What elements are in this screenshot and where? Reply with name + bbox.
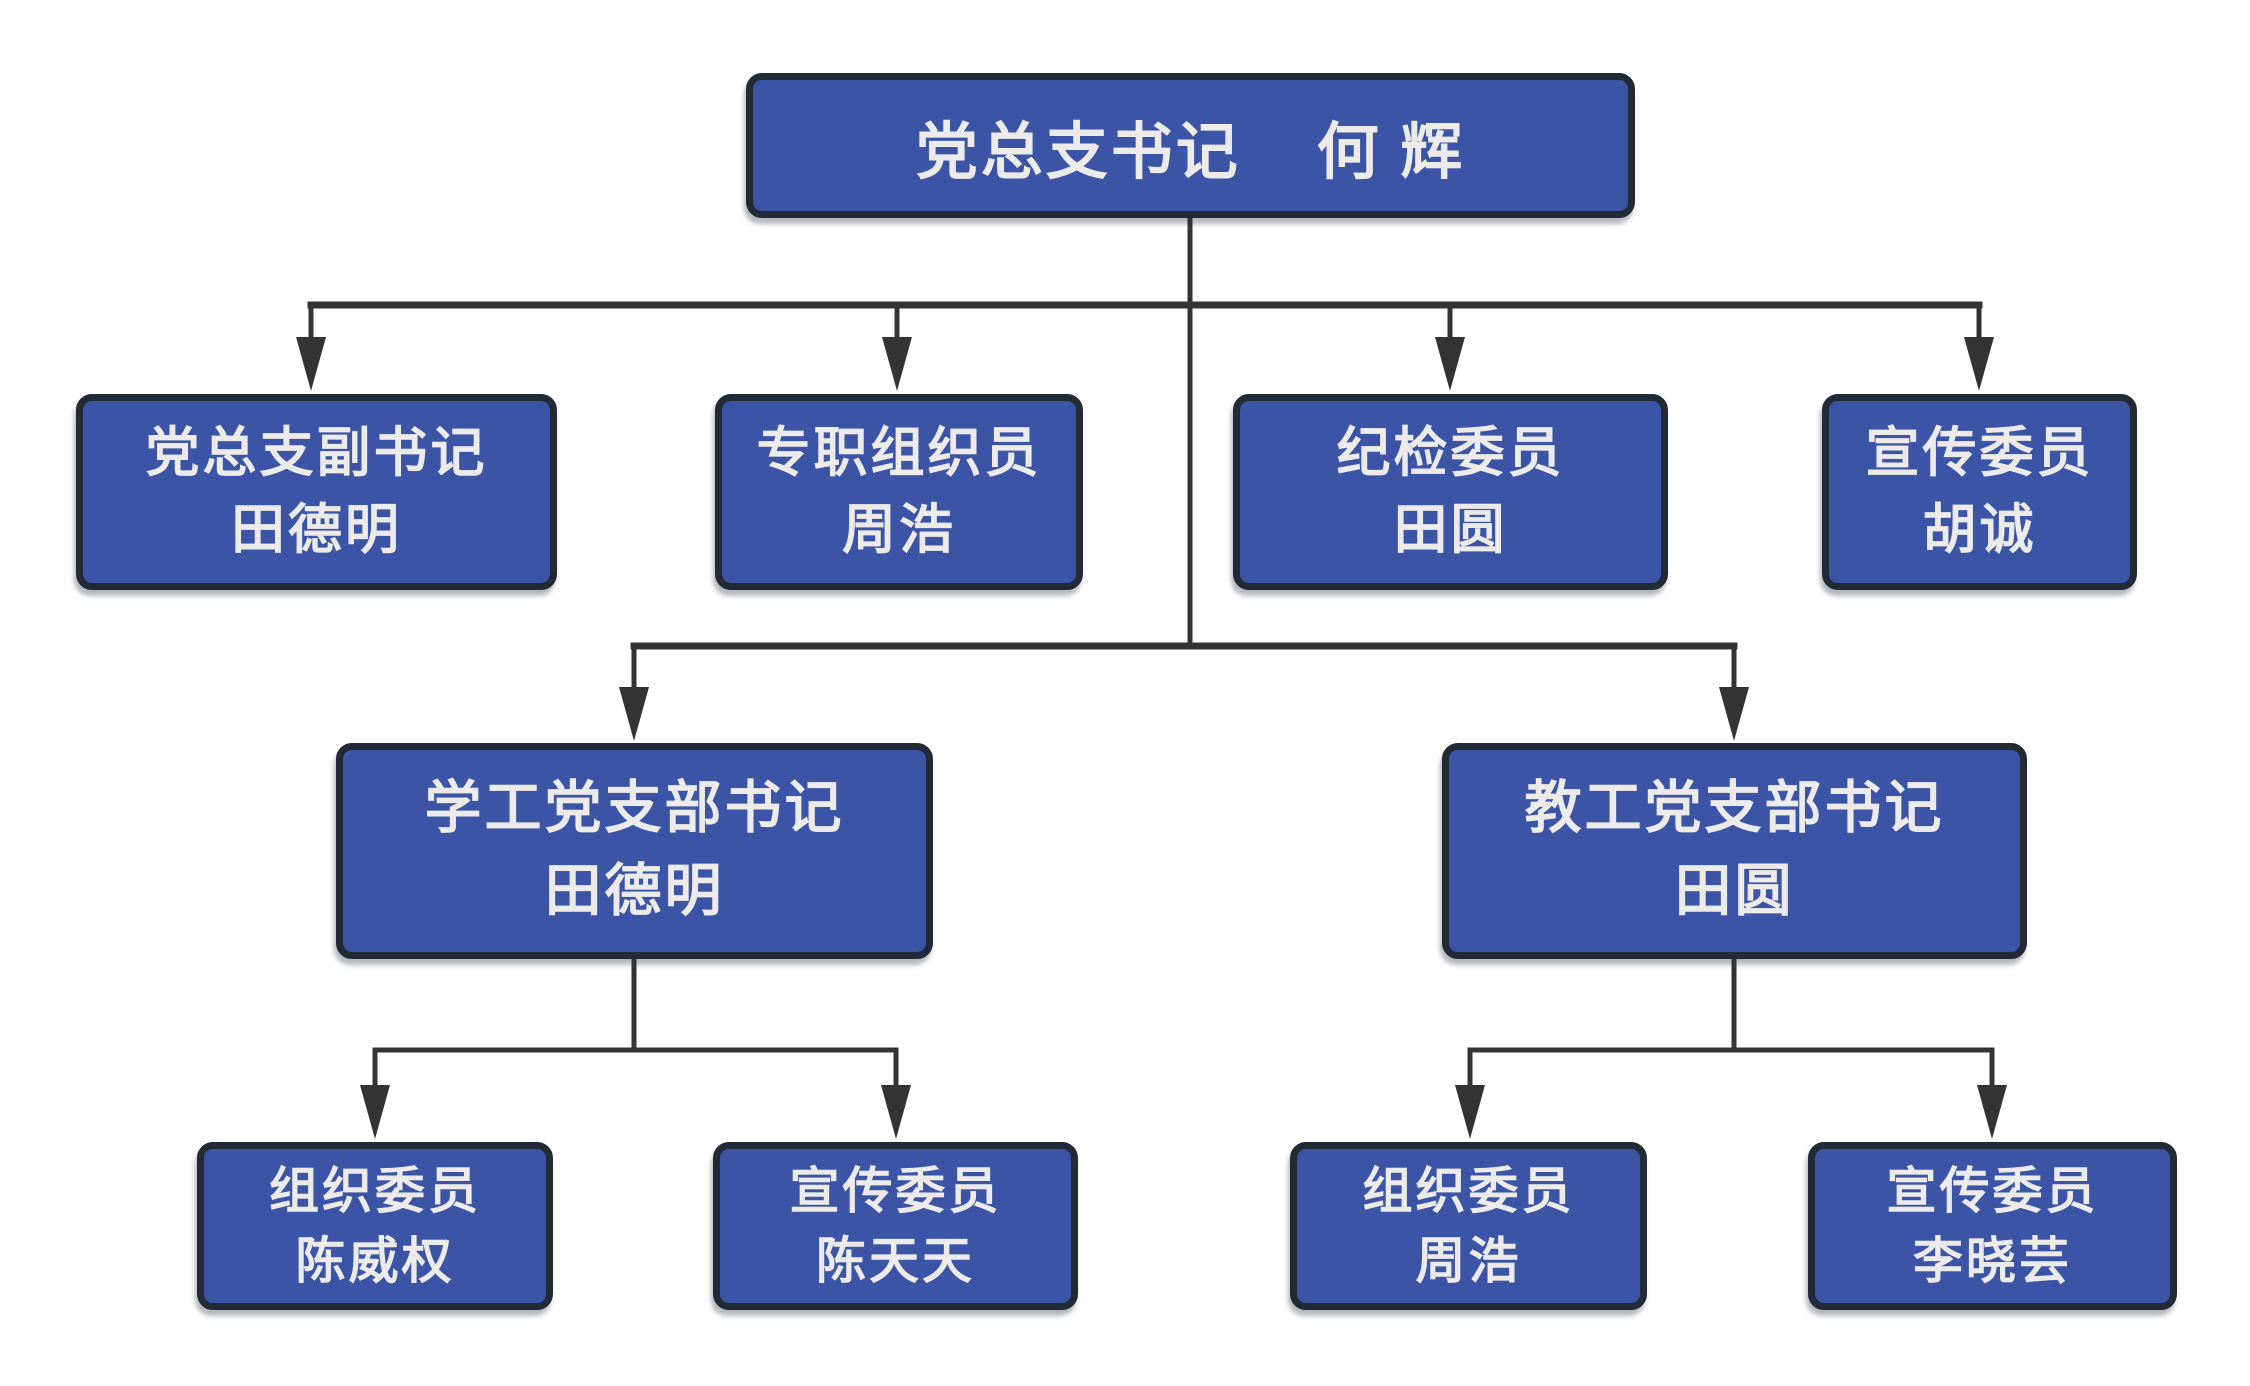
node-title: 学工党支部书记 (424, 777, 845, 841)
arrow-down-icon (1719, 687, 1749, 741)
node-name: 田德明 (544, 860, 725, 923)
org-node-student-publicity-member: 宣传委员 陈天天 (713, 1142, 1078, 1310)
arrow-down-icon (619, 687, 649, 741)
node-name: 李晓芸 (1913, 1233, 2072, 1289)
node-title: 组织委员 (269, 1163, 481, 1219)
node-name: 田圆 (1393, 500, 1508, 560)
org-node-student-branch-secretary: 学工党支部书记 田德明 (336, 743, 933, 959)
arrow-down-icon (360, 1085, 390, 1139)
arrow-down-icon (1964, 337, 1994, 391)
arrow-down-icon (881, 1085, 911, 1139)
node-title: 宣传委员 (789, 1163, 1002, 1219)
org-node-general-branch-deputy-secretary: 党总支副书记 田德明 (76, 394, 557, 590)
arrow-down-icon (1455, 1085, 1485, 1139)
org-node-faculty-publicity-member: 宣传委员 李晓芸 (1808, 1142, 2177, 1310)
node-title: 宣传委员 (1865, 423, 2094, 484)
node-title: 纪检委员 (1336, 423, 1565, 484)
node-title: 宣传委员 (1886, 1163, 2099, 1219)
node-name: 田德明 (231, 500, 402, 560)
org-node-full-time-organizer: 专职组织员 周浩 (715, 394, 1083, 590)
node-name: 陈天天 (816, 1233, 975, 1289)
arrow-down-icon (882, 337, 912, 391)
node-title: 组织委员 (1362, 1163, 1575, 1219)
org-node-publicity-member: 宣传委员 胡诚 (1822, 394, 2137, 590)
node-title: 教工党支部书记 (1524, 777, 1945, 841)
org-node-general-branch-secretary: 党总支书记 何 辉 (746, 73, 1635, 218)
org-node-faculty-organization-member: 组织委员 周浩 (1290, 1142, 1647, 1310)
arrow-down-icon (1435, 337, 1465, 391)
node-name: 周浩 (842, 500, 956, 560)
node-title: 党总支副书记 (145, 423, 488, 484)
node-title: 党总支书记 (915, 118, 1241, 187)
node-title: 专职组织员 (756, 423, 1042, 484)
node-name: 胡诚 (1922, 500, 2037, 560)
node-name: 何 辉 (1316, 118, 1466, 187)
org-node-faculty-branch-secretary: 教工党支部书记 田圆 (1442, 743, 2027, 959)
node-name: 陈威权 (295, 1233, 455, 1289)
arrow-down-icon (296, 337, 326, 391)
node-name: 田圆 (1674, 860, 1795, 923)
arrow-down-icon (1977, 1085, 2007, 1139)
node-name: 周浩 (1415, 1233, 1522, 1289)
org-node-discipline-inspection-member: 纪检委员 田圆 (1233, 394, 1668, 590)
org-node-student-organization-member: 组织委员 陈威权 (197, 1142, 553, 1310)
